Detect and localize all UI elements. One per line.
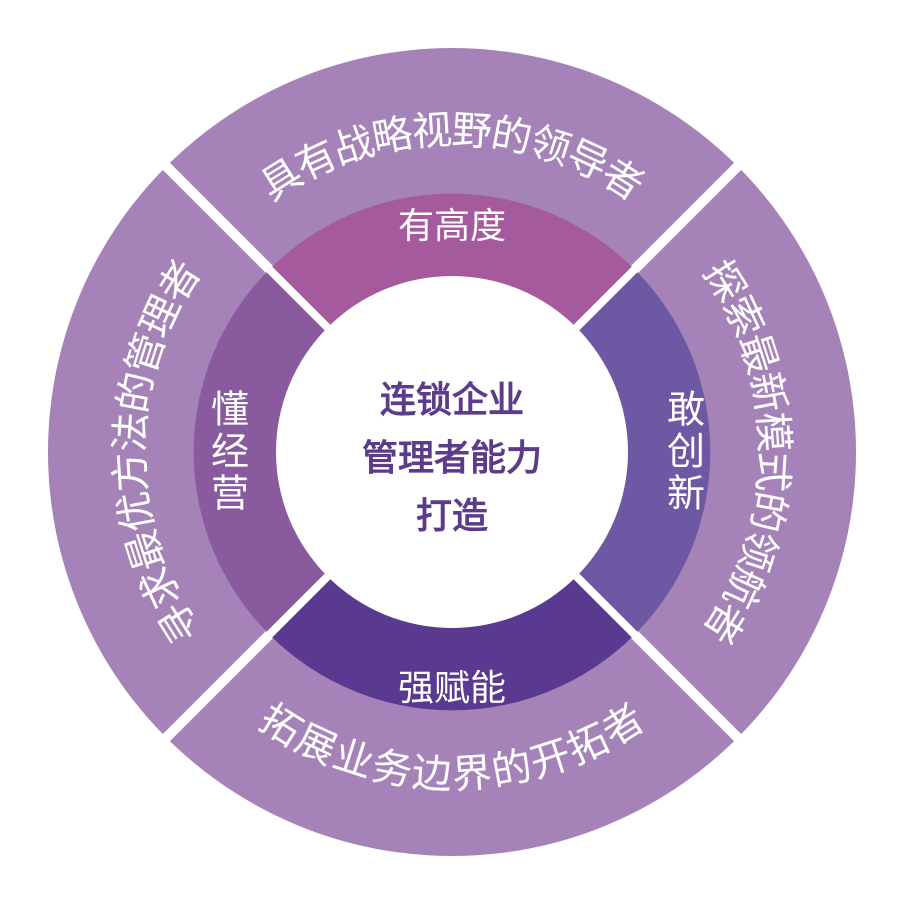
center-line-3: 打造 (416, 496, 488, 537)
outer-dividers (162, 162, 742, 742)
center-line-2: 管理者能力 (362, 438, 542, 479)
middle-label-bottom: 强赋能 (398, 668, 506, 709)
middle-label-left: 懂经营 (205, 389, 249, 515)
middle-label-top: 有高度 (398, 206, 506, 247)
center-circle (276, 276, 628, 628)
middle-label-right: 敢创新 (661, 389, 705, 515)
center-line-1: 连锁企业 (380, 379, 524, 421)
